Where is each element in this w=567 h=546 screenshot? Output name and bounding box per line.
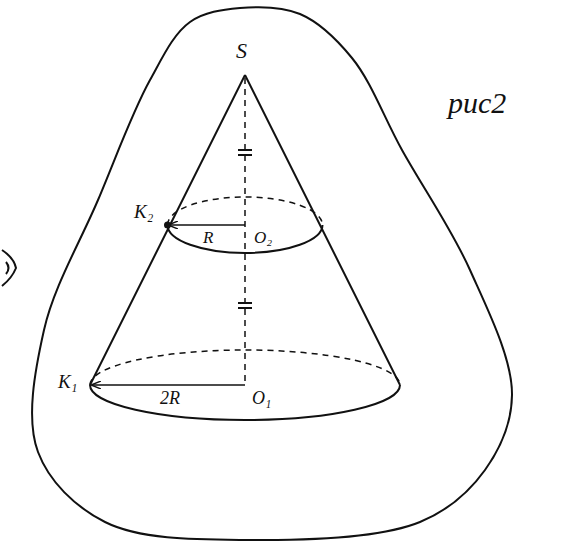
point-label: K₂ (134, 202, 153, 221)
tick-mark (238, 149, 252, 151)
tick-mark (238, 302, 252, 304)
radius-line (92, 384, 245, 386)
point-label: O₁ (252, 389, 271, 407)
vertex-label: S (236, 40, 247, 62)
figure-caption: рис2 (448, 88, 506, 118)
partial-mark (2, 250, 16, 286)
cone-side (245, 75, 400, 385)
dimension-label: R (203, 229, 213, 246)
tick-mark (238, 307, 252, 309)
section-front (168, 225, 323, 253)
outline-blob-path (32, 7, 512, 540)
cone-side (90, 75, 245, 385)
radius-line (169, 224, 245, 226)
outline-blob (32, 7, 512, 540)
dimension-label: 2R (160, 389, 180, 407)
cone-axis (244, 78, 246, 385)
base-back (90, 350, 400, 385)
base-front (90, 385, 400, 420)
point-label: O₂ (254, 229, 272, 246)
point-dot (164, 222, 171, 229)
partial-mark (6, 262, 9, 274)
point-label: K₁ (58, 372, 77, 391)
tick-mark (238, 154, 252, 156)
section-back (168, 197, 323, 225)
